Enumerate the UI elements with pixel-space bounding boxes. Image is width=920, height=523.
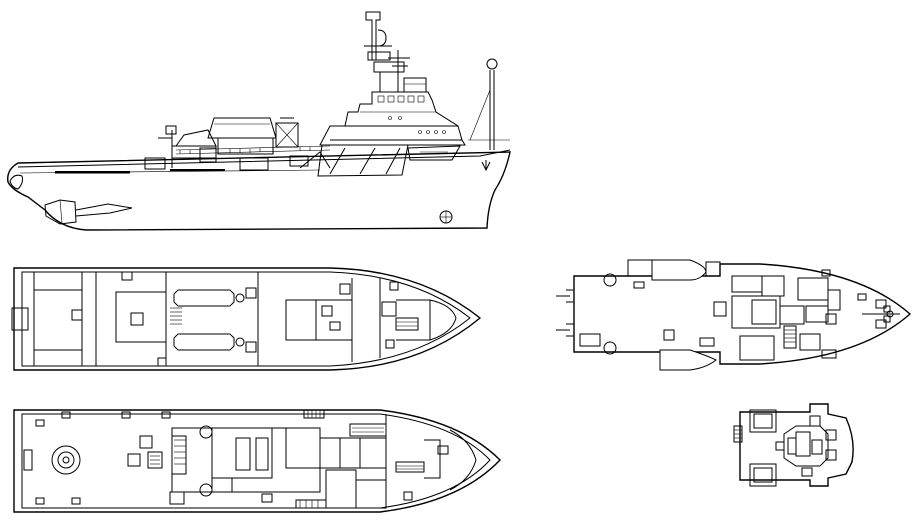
bridge-deck-plan xyxy=(733,403,854,487)
profile-view xyxy=(7,11,511,231)
hull-outline xyxy=(7,151,511,231)
main-deck-plan xyxy=(11,267,482,371)
lower-deck-plan xyxy=(13,409,501,513)
superstructure xyxy=(319,91,466,146)
upper-deck-plan xyxy=(556,259,912,371)
